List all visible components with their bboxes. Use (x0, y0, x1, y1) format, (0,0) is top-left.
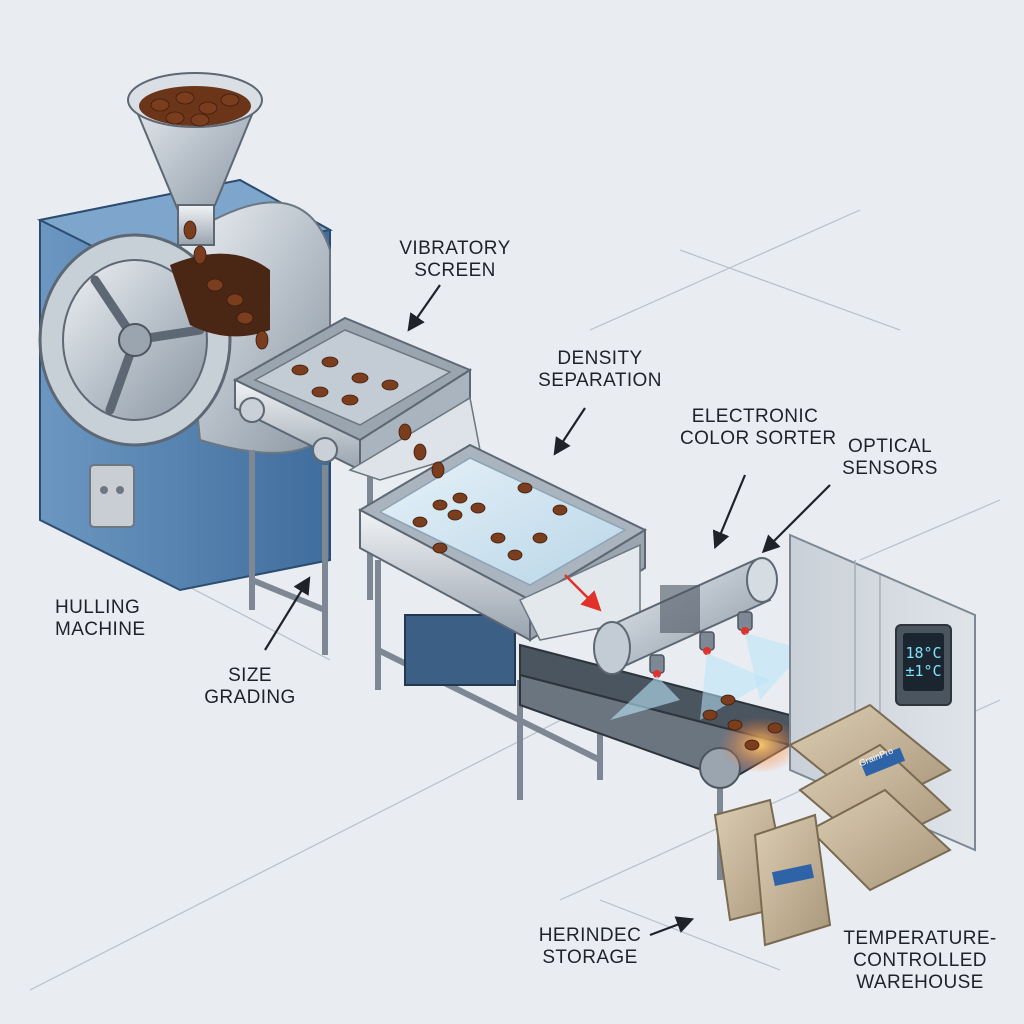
label-line: VIBRATORY (399, 238, 511, 259)
coffee-beans (150, 91, 783, 751)
label-line: SENSORS (842, 458, 938, 479)
label-line: STORAGE (542, 947, 638, 968)
label-line: MACHINE (55, 619, 146, 640)
label-optical-sensors: OPTICAL SENSORS (830, 436, 950, 480)
sack-stack (713, 703, 952, 947)
size-grading-arrow (264, 576, 311, 651)
storage-arrow (649, 916, 695, 937)
label-line: ELECTRONIC (691, 406, 819, 427)
label-line: OPTICAL (847, 436, 933, 457)
label-line: CONTROLLED (853, 950, 987, 971)
thermostat-display: 18°C ±1°C (903, 644, 944, 680)
label-size-grading: SIZE GRADING (195, 665, 305, 709)
label-temperature-controlled-warehouse: TEMPERATURE- CONTROLLED WAREHOUSE (830, 928, 1010, 994)
label-line: SEPARATION (538, 370, 662, 391)
label-line: GRADING (204, 687, 296, 708)
label-density-separation: DENSITY SEPARATION (530, 348, 670, 392)
label-line: SIZE (228, 665, 272, 686)
label-line: HERINDEC (538, 925, 642, 946)
temperature-value: 18°C (905, 644, 942, 662)
label-hulling-machine: HULLING MACHINE (55, 597, 175, 641)
label-line: DENSITY (557, 348, 643, 369)
label-line: WAREHOUSE (856, 972, 984, 993)
pointer-arrows (264, 284, 831, 937)
label-line: TEMPERATURE- (843, 928, 997, 949)
optical-sensors-arrow (761, 484, 831, 554)
label-vibratory-screen: VIBRATORY SCREEN (395, 238, 515, 282)
label-line: COLOR SORTER (680, 428, 837, 449)
label-storage: HERINDEC STORAGE (535, 925, 645, 969)
temperature-tolerance: ±1°C (905, 662, 942, 680)
density-separation-arrow (553, 407, 586, 456)
label-line: SCREEN (414, 260, 496, 281)
density-separation-tank (357, 443, 648, 780)
label-electronic-color-sorter: ELECTRONIC COLOR SORTER (680, 406, 837, 450)
label-line: HULLING (55, 597, 141, 618)
vibratory-screen-arrow (407, 284, 441, 332)
color-sorter-arrow (712, 474, 747, 550)
hulling-machine (36, 72, 333, 592)
